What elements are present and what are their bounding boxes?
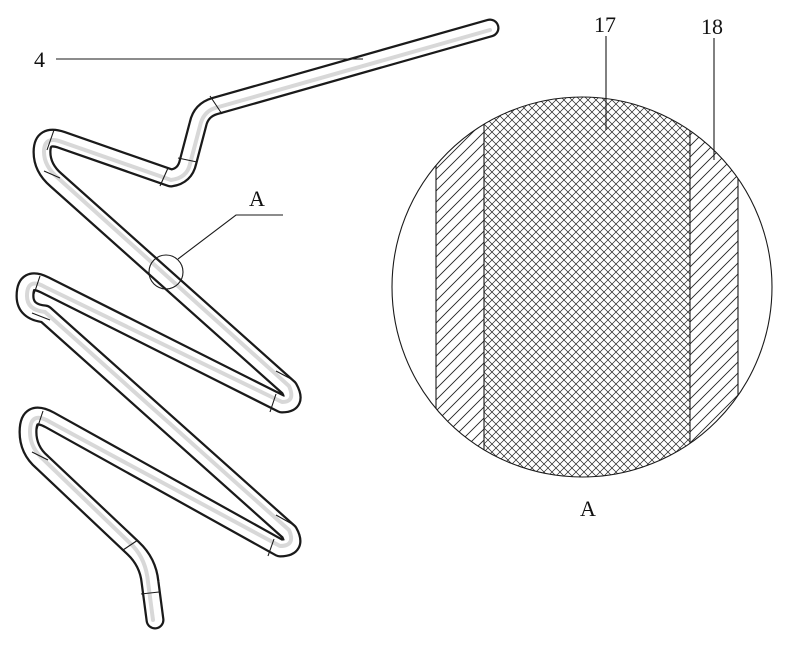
bend-seam — [159, 167, 169, 187]
detail-view-caption: A — [580, 496, 596, 521]
bend-seam — [177, 157, 198, 163]
bend-seam — [36, 410, 44, 430]
callout-a-label: A — [249, 186, 265, 211]
bend-seam — [46, 129, 55, 151]
bend-seam — [31, 451, 49, 461]
detail-view-a: 17 18 A — [391, 12, 773, 521]
bend-seam — [43, 170, 61, 179]
bend-seam — [33, 275, 41, 295]
bend-seam — [209, 95, 223, 115]
bend-seam — [140, 591, 160, 595]
detail-view-outline — [391, 96, 773, 478]
inner-core-region — [484, 97, 690, 477]
bend-seam — [267, 538, 275, 557]
detail-callout-circle — [148, 254, 184, 290]
part-17-label: 17 — [594, 12, 616, 37]
outer-layer-left — [436, 97, 484, 477]
bend-seam — [31, 312, 51, 321]
bend-seam — [269, 393, 277, 413]
part-4-label: 4 — [34, 47, 45, 72]
bend-seam — [275, 514, 293, 525]
bend-seam — [122, 539, 139, 551]
serpentine-tube — [15, 18, 500, 630]
part-18-label: 18 — [701, 14, 723, 39]
bend-seam — [275, 370, 294, 381]
callout-a-leader — [177, 214, 283, 260]
